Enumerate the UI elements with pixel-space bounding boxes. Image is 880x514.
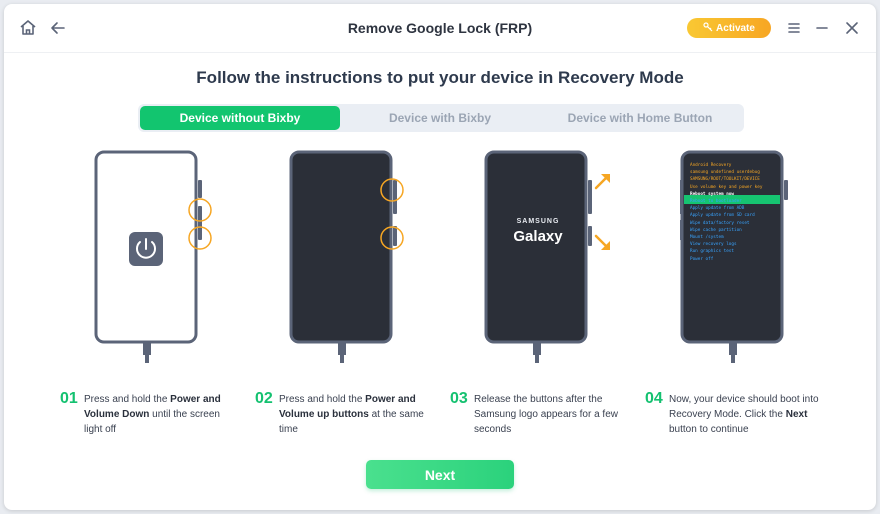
recovery-line: Use volume key and power key [690, 184, 763, 190]
recovery-line: samsung undefined userdebug [690, 170, 760, 176]
recovery-line: SAMSUNG/ROOT/TOOLKIT/DEVICE [690, 177, 760, 183]
activate-button[interactable]: Activate [687, 18, 771, 38]
recovery-line: Android Recovery [690, 163, 732, 168]
recovery-line: Run graphics test [690, 249, 734, 255]
arrow-up-right-icon [594, 174, 610, 190]
step-number: 04 [645, 390, 663, 407]
recovery-line: View recovery logs [690, 242, 737, 248]
activate-label: Activate [716, 22, 755, 34]
recovery-line: Wipe data/factory reset [690, 220, 750, 226]
step-text: Release the buttons after the Samsung lo… [474, 394, 618, 435]
recovery-line: Wipe cache partition [690, 227, 742, 233]
recovery-line-selected: Reboot system now [690, 191, 734, 197]
window-title: Remove Google Lock (FRP) [347, 20, 533, 36]
key-icon [703, 21, 713, 35]
step-text: Press and hold the Power and Volume Down… [84, 394, 221, 435]
close-icon[interactable] [842, 18, 862, 38]
step-text: Now, your device should boot into Recove… [669, 394, 819, 435]
step-number: 01 [60, 390, 78, 407]
phone-illustration-1 [94, 150, 212, 366]
home-icon[interactable] [18, 18, 38, 38]
recovery-line: Apply update from ADB [690, 206, 745, 212]
menu-icon[interactable] [784, 18, 804, 38]
minimize-icon[interactable] [812, 18, 832, 38]
recovery-line: Reboot to bootloader [690, 199, 742, 205]
phone-illustration-4: Android Recovery samsung undefined userd… [680, 150, 788, 366]
phone-illustration-2 [289, 150, 404, 366]
tab-device-without-bixby[interactable]: Device without Bixby [140, 106, 340, 130]
tab-device-with-bixby[interactable]: Device with Bixby [388, 111, 492, 125]
recovery-line: Apply update from SD card [690, 213, 755, 219]
next-button[interactable]: Next [366, 460, 514, 489]
step-text: Press and hold the Power and Volume up b… [279, 394, 424, 435]
back-arrow-icon[interactable] [48, 18, 68, 38]
title-bar: Remove Google Lock (FRP) Activate [4, 4, 876, 53]
phone-illustration-3: SAMSUNG Galaxy [484, 150, 610, 366]
recovery-line: Mount /system [690, 235, 724, 241]
app-window: Remove Google Lock (FRP) Activate Follow… [4, 4, 876, 510]
samsung-label: SAMSUNG [516, 218, 560, 225]
step-number: 02 [255, 390, 273, 407]
device-tabs: Device without Bixby Device with Bixby D… [138, 104, 744, 132]
recovery-line: Power off [690, 256, 714, 262]
power-icon [129, 232, 163, 266]
recovery-menu: Android Recovery samsung undefined userd… [690, 162, 780, 263]
tab-device-with-home-button[interactable]: Device with Home Button [567, 111, 713, 125]
galaxy-label: Galaxy [513, 228, 563, 245]
step-number: 03 [450, 390, 468, 407]
arrow-down-right-icon [594, 234, 610, 250]
page-heading: Follow the instructions to put your devi… [196, 68, 684, 87]
